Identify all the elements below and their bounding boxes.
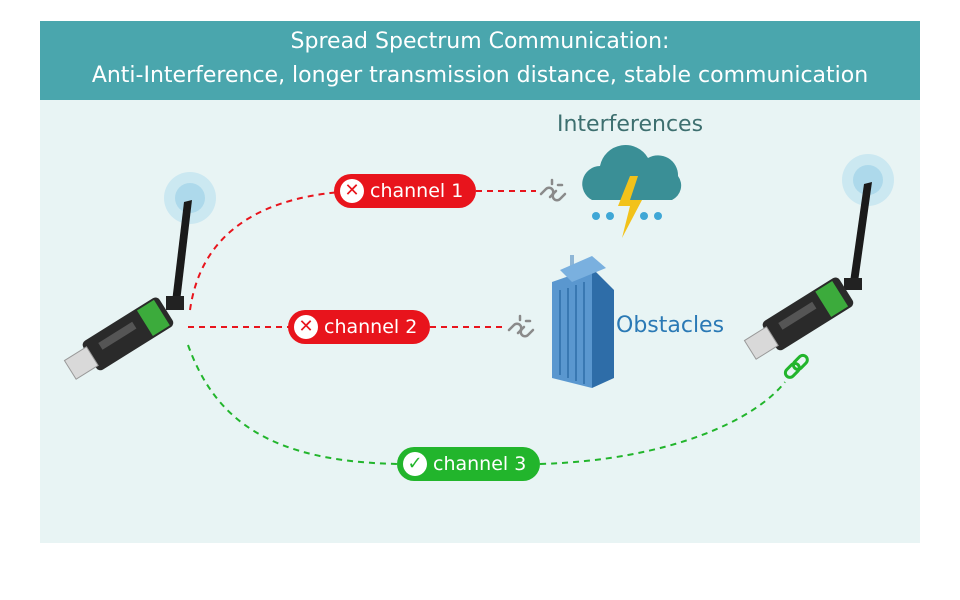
title-banner: Spread Spectrum Communication: Anti-Inte… [40, 21, 920, 100]
channel-2-label: channel 2 [324, 316, 418, 338]
right-device-icon [743, 154, 894, 360]
obstacles-label: Obstacles [616, 313, 725, 338]
channel-3-badge: ✓ channel 3 [397, 447, 540, 481]
broken-link-icon [507, 314, 535, 338]
cross-icon: ✕ [340, 179, 364, 203]
banner-title: Spread Spectrum Communication: [290, 29, 670, 54]
channel-3-label: channel 3 [433, 453, 527, 475]
interferences-label: Interferences [557, 112, 704, 137]
banner-subtitle: Anti-Interference, longer transmission d… [91, 63, 869, 88]
check-icon: ✓ [403, 452, 427, 476]
building-icon [552, 255, 614, 388]
broken-link-icon [539, 178, 567, 202]
channel-1-label: channel 1 [370, 180, 464, 202]
link-icon [783, 353, 809, 379]
channel-1-path [189, 191, 341, 311]
left-device-icon [63, 172, 216, 380]
channel-2-badge: ✕ channel 2 [288, 310, 430, 344]
channel-3-path-right [539, 381, 786, 465]
channel-3-path-left [187, 344, 401, 465]
cross-icon: ✕ [294, 315, 318, 339]
storm-cloud-icon [582, 145, 682, 238]
channel-1-badge: ✕ channel 1 [334, 174, 476, 208]
